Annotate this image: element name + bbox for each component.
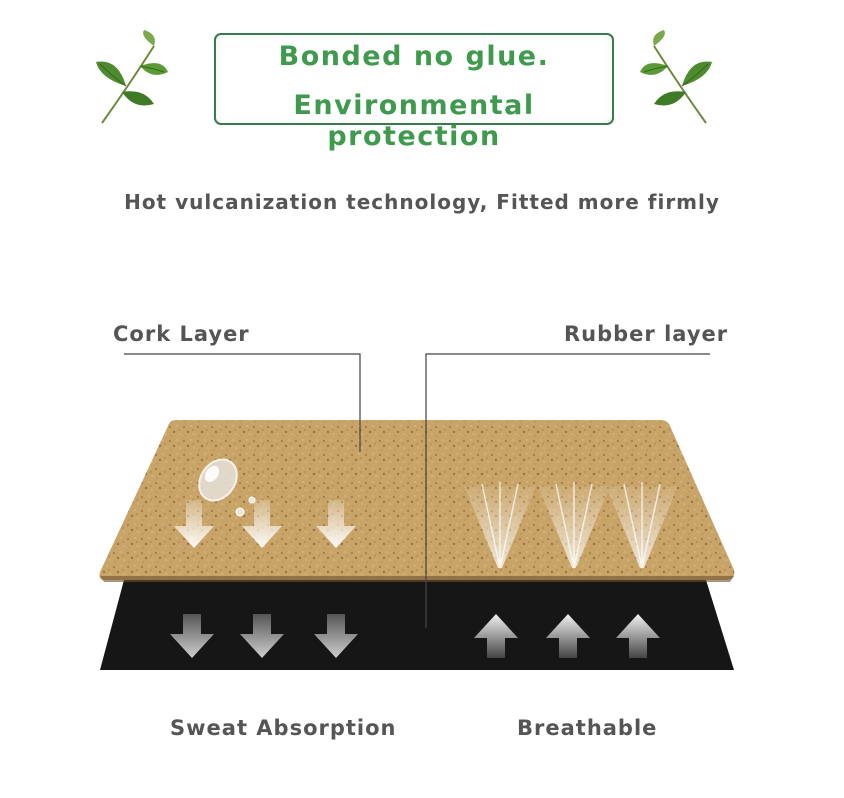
arrow-up-icon — [616, 614, 660, 658]
arrow-down-icon — [170, 614, 214, 658]
layer-diagram — [99, 353, 735, 670]
arrow-up-icon — [474, 614, 518, 658]
banner-line-1: Bonded no glue. — [278, 41, 550, 72]
cork-leader-line — [124, 353, 361, 452]
breathable-label: Breathable — [517, 716, 658, 740]
arrow-down-icon — [174, 500, 214, 548]
arrow-down-icon — [316, 500, 356, 548]
vapor-spray-icon — [538, 482, 610, 569]
leaf-sprig-icon — [96, 30, 168, 124]
banner-line-2: Environmental protection — [293, 90, 535, 152]
arrow-down-icon — [314, 614, 358, 658]
vapor-spray-icon — [464, 482, 536, 569]
sweat-absorption-label: Sweat Absorption — [170, 716, 397, 740]
arrow-down-icon — [242, 500, 282, 548]
headline-banner: Bonded no glue. Environmental protection — [214, 33, 614, 152]
water-drop-icon — [198, 458, 256, 517]
arrow-up-icon — [546, 614, 590, 658]
cork-layer-label: Cork Layer — [113, 322, 250, 346]
subtitle: Hot vulcanization technology, Fitted mor… — [124, 190, 720, 214]
rubber-layer-label: Rubber layer — [564, 322, 729, 346]
leaf-sprig-icon — [640, 30, 712, 124]
vapor-spray-icon — [606, 482, 678, 569]
arrow-down-icon — [240, 614, 284, 658]
